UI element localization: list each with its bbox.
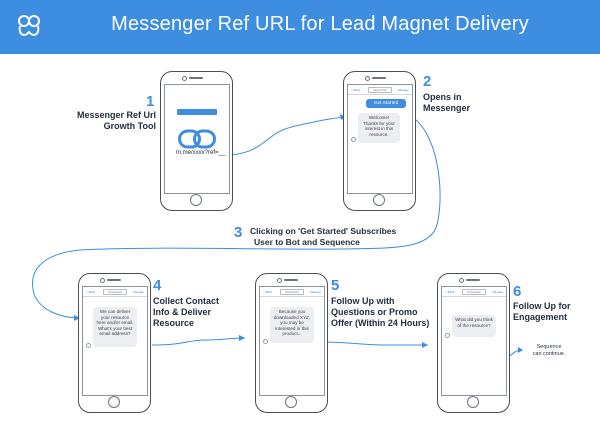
- step-5-label: Follow Up with Questions or Promo Offer …: [331, 296, 430, 328]
- camera-icon: [459, 278, 464, 283]
- bot-avatar: [263, 339, 268, 344]
- sequence-note: Sequence can continue.: [532, 344, 566, 357]
- step-2-number: 2: [423, 73, 432, 90]
- phone-step-5: < Back NewsChat Manage Because you downl…: [255, 273, 328, 413]
- step-1-label: Messenger Ref Url Growth Tool: [76, 110, 156, 131]
- phone-screen: < Back NewsChat Manage Because you downl…: [259, 286, 325, 396]
- chat-name: NewsChat: [368, 87, 392, 93]
- speaker-icon: [466, 279, 480, 281]
- home-button: [467, 396, 479, 408]
- phone-screen: < Back NewsChat Manage What did you thin…: [441, 286, 507, 396]
- phone-step-1: [160, 71, 233, 211]
- connector-1-2: [231, 116, 347, 156]
- step-6-label: Follow Up for Engagement: [513, 301, 571, 322]
- speaker-icon: [372, 77, 386, 79]
- email-request-bubble: We can deliver your resource here and/or…: [93, 307, 137, 347]
- manage-link: Manage: [398, 88, 409, 92]
- phone-step-6: < Back NewsChat Manage What did you thin…: [437, 273, 510, 413]
- manage-link: Manage: [133, 290, 144, 294]
- promo-bubble: Because you downloaded XYZ, you may be i…: [270, 307, 314, 343]
- camera-icon: [277, 278, 282, 283]
- messenger-topbar: < Back NewsChat Manage: [260, 287, 324, 297]
- step-6-number: 6: [513, 283, 522, 300]
- step-2-label: Opens in Messenger: [423, 92, 471, 113]
- logo-icon: [18, 15, 40, 36]
- step-1-number: 1: [146, 93, 155, 110]
- browser-bar: [177, 109, 217, 115]
- ref-url: m.me/xxxx?ref=__: [176, 150, 226, 156]
- get-started-bubble: Get Started: [366, 99, 406, 108]
- back-link: < Back: [445, 290, 455, 294]
- bot-avatar: [351, 137, 356, 142]
- step-5-number: 5: [331, 277, 340, 294]
- home-button: [373, 194, 385, 206]
- connector-2-4: [32, 116, 441, 319]
- step-3-label: Clicking on 'Get Started' Subscribes Use…: [250, 226, 397, 247]
- home-button: [108, 396, 120, 408]
- messenger-topbar: < Back NewsChat Manage: [348, 85, 412, 95]
- phone-screen: < Back NewsChat Manage Get Started Welco…: [347, 84, 413, 194]
- chat-name: NewsChat: [280, 289, 304, 295]
- page-title: Messenger Ref URL for Lead Magnet Delive…: [111, 13, 529, 35]
- manage-link: Manage: [492, 290, 503, 294]
- welcome-bubble: Welcome! Thanks for your interest in thi…: [358, 113, 400, 143]
- camera-icon: [100, 278, 105, 283]
- back-link: < Back: [263, 290, 273, 294]
- chat-name: NewsChat: [103, 289, 127, 295]
- bot-avatar: [86, 343, 91, 348]
- camera-icon: [182, 76, 187, 81]
- messenger-topbar: < Back NewsChat Manage: [442, 287, 506, 297]
- phone-screen: < Back NewsChat Manage We can deliver yo…: [82, 286, 148, 396]
- speaker-icon: [107, 279, 121, 281]
- bot-avatar: [445, 333, 450, 338]
- feedback-bubble: What did you think of the resource?: [452, 315, 496, 337]
- step-3-number: 3: [234, 224, 243, 241]
- header-bar: Messenger Ref URL for Lead Magnet Delive…: [0, 0, 600, 54]
- phone-screen: [164, 84, 230, 194]
- connector-5-6: [321, 341, 428, 346]
- messenger-topbar: < Back NewsChat Manage: [83, 287, 147, 297]
- speaker-icon: [189, 77, 203, 79]
- back-link: < Back: [351, 88, 361, 92]
- step-4-number: 4: [153, 277, 162, 294]
- step-4-label: Collect Contact Info & Deliver Resource: [153, 296, 220, 328]
- chat-name: NewsChat: [462, 289, 486, 295]
- connector-4-5: [151, 337, 246, 346]
- phone-step-4: < Back NewsChat Manage We can deliver yo…: [78, 273, 151, 413]
- speaker-icon: [284, 279, 298, 281]
- home-button: [190, 194, 202, 206]
- phone-step-2: < Back NewsChat Manage Get Started Welco…: [343, 71, 416, 211]
- back-link: < Back: [86, 290, 96, 294]
- manage-link: Manage: [310, 290, 321, 294]
- home-button: [285, 396, 297, 408]
- link-icon: [178, 129, 216, 149]
- camera-icon: [365, 76, 370, 81]
